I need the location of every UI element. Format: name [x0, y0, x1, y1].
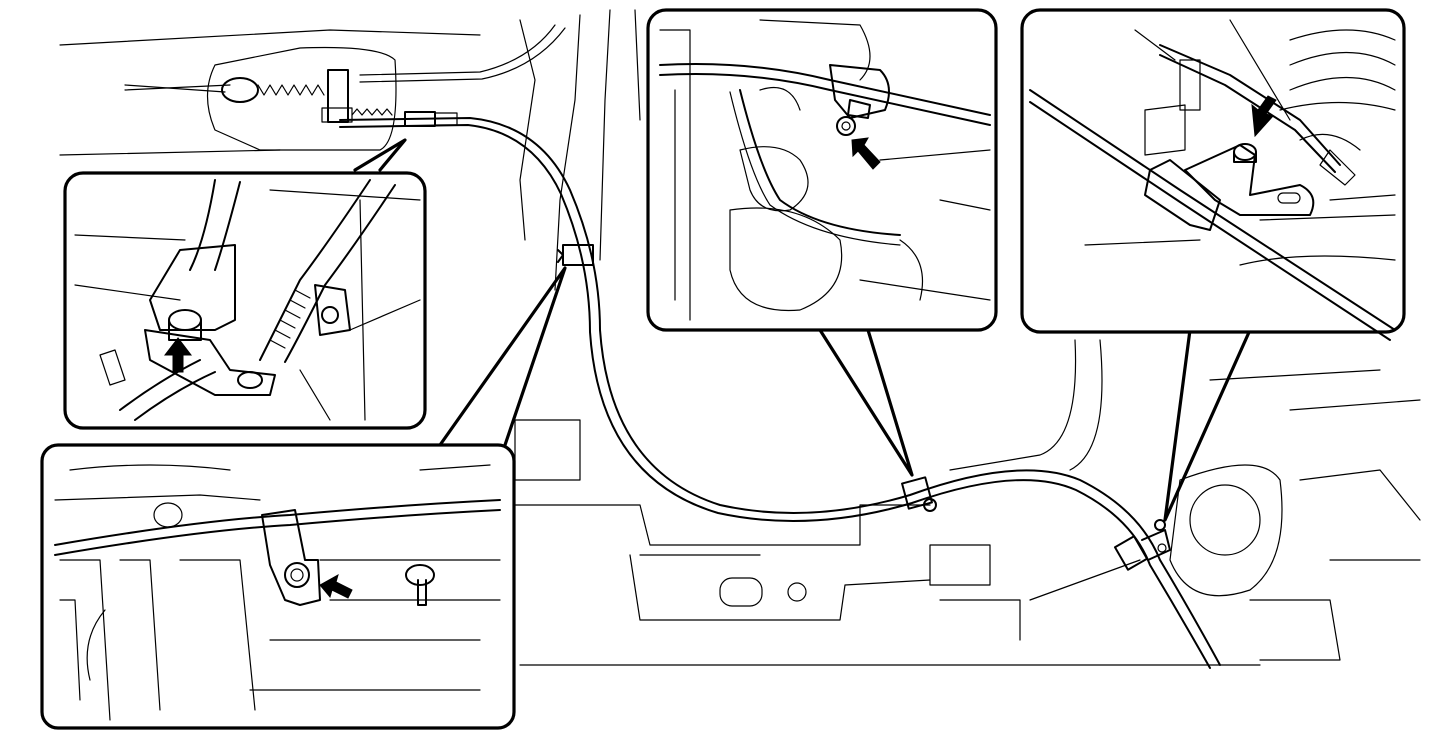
- parking-brake-cable: [124, 24, 1221, 669]
- bold-arrow-icon: [163, 337, 193, 373]
- callout-leaders: [353, 138, 1252, 522]
- stud-icon: [405, 564, 435, 606]
- cable-clamp-icon: [901, 476, 937, 512]
- bolt-icon: [284, 562, 310, 588]
- detail-inset-floor-clamp-center: [646, 8, 998, 332]
- bolt-icon: [168, 309, 202, 341]
- detail-inset-cable-end-bracket: [63, 171, 427, 430]
- bolt-icon: [1233, 143, 1257, 163]
- detail-inset-floor-clamp-left: [40, 443, 516, 730]
- cable-clamp-icon: [557, 244, 594, 266]
- bold-arrow-icon: [1251, 95, 1277, 138]
- vehicle-floor-structure: [59, 9, 1421, 666]
- bold-arrow-icon: [319, 573, 353, 599]
- bold-arrow-icon: [851, 137, 881, 170]
- detail-inset-floor-clamp-right: [1020, 8, 1406, 341]
- cable-clamp-icon: [1113, 519, 1171, 571]
- bolt-icon: [836, 116, 856, 136]
